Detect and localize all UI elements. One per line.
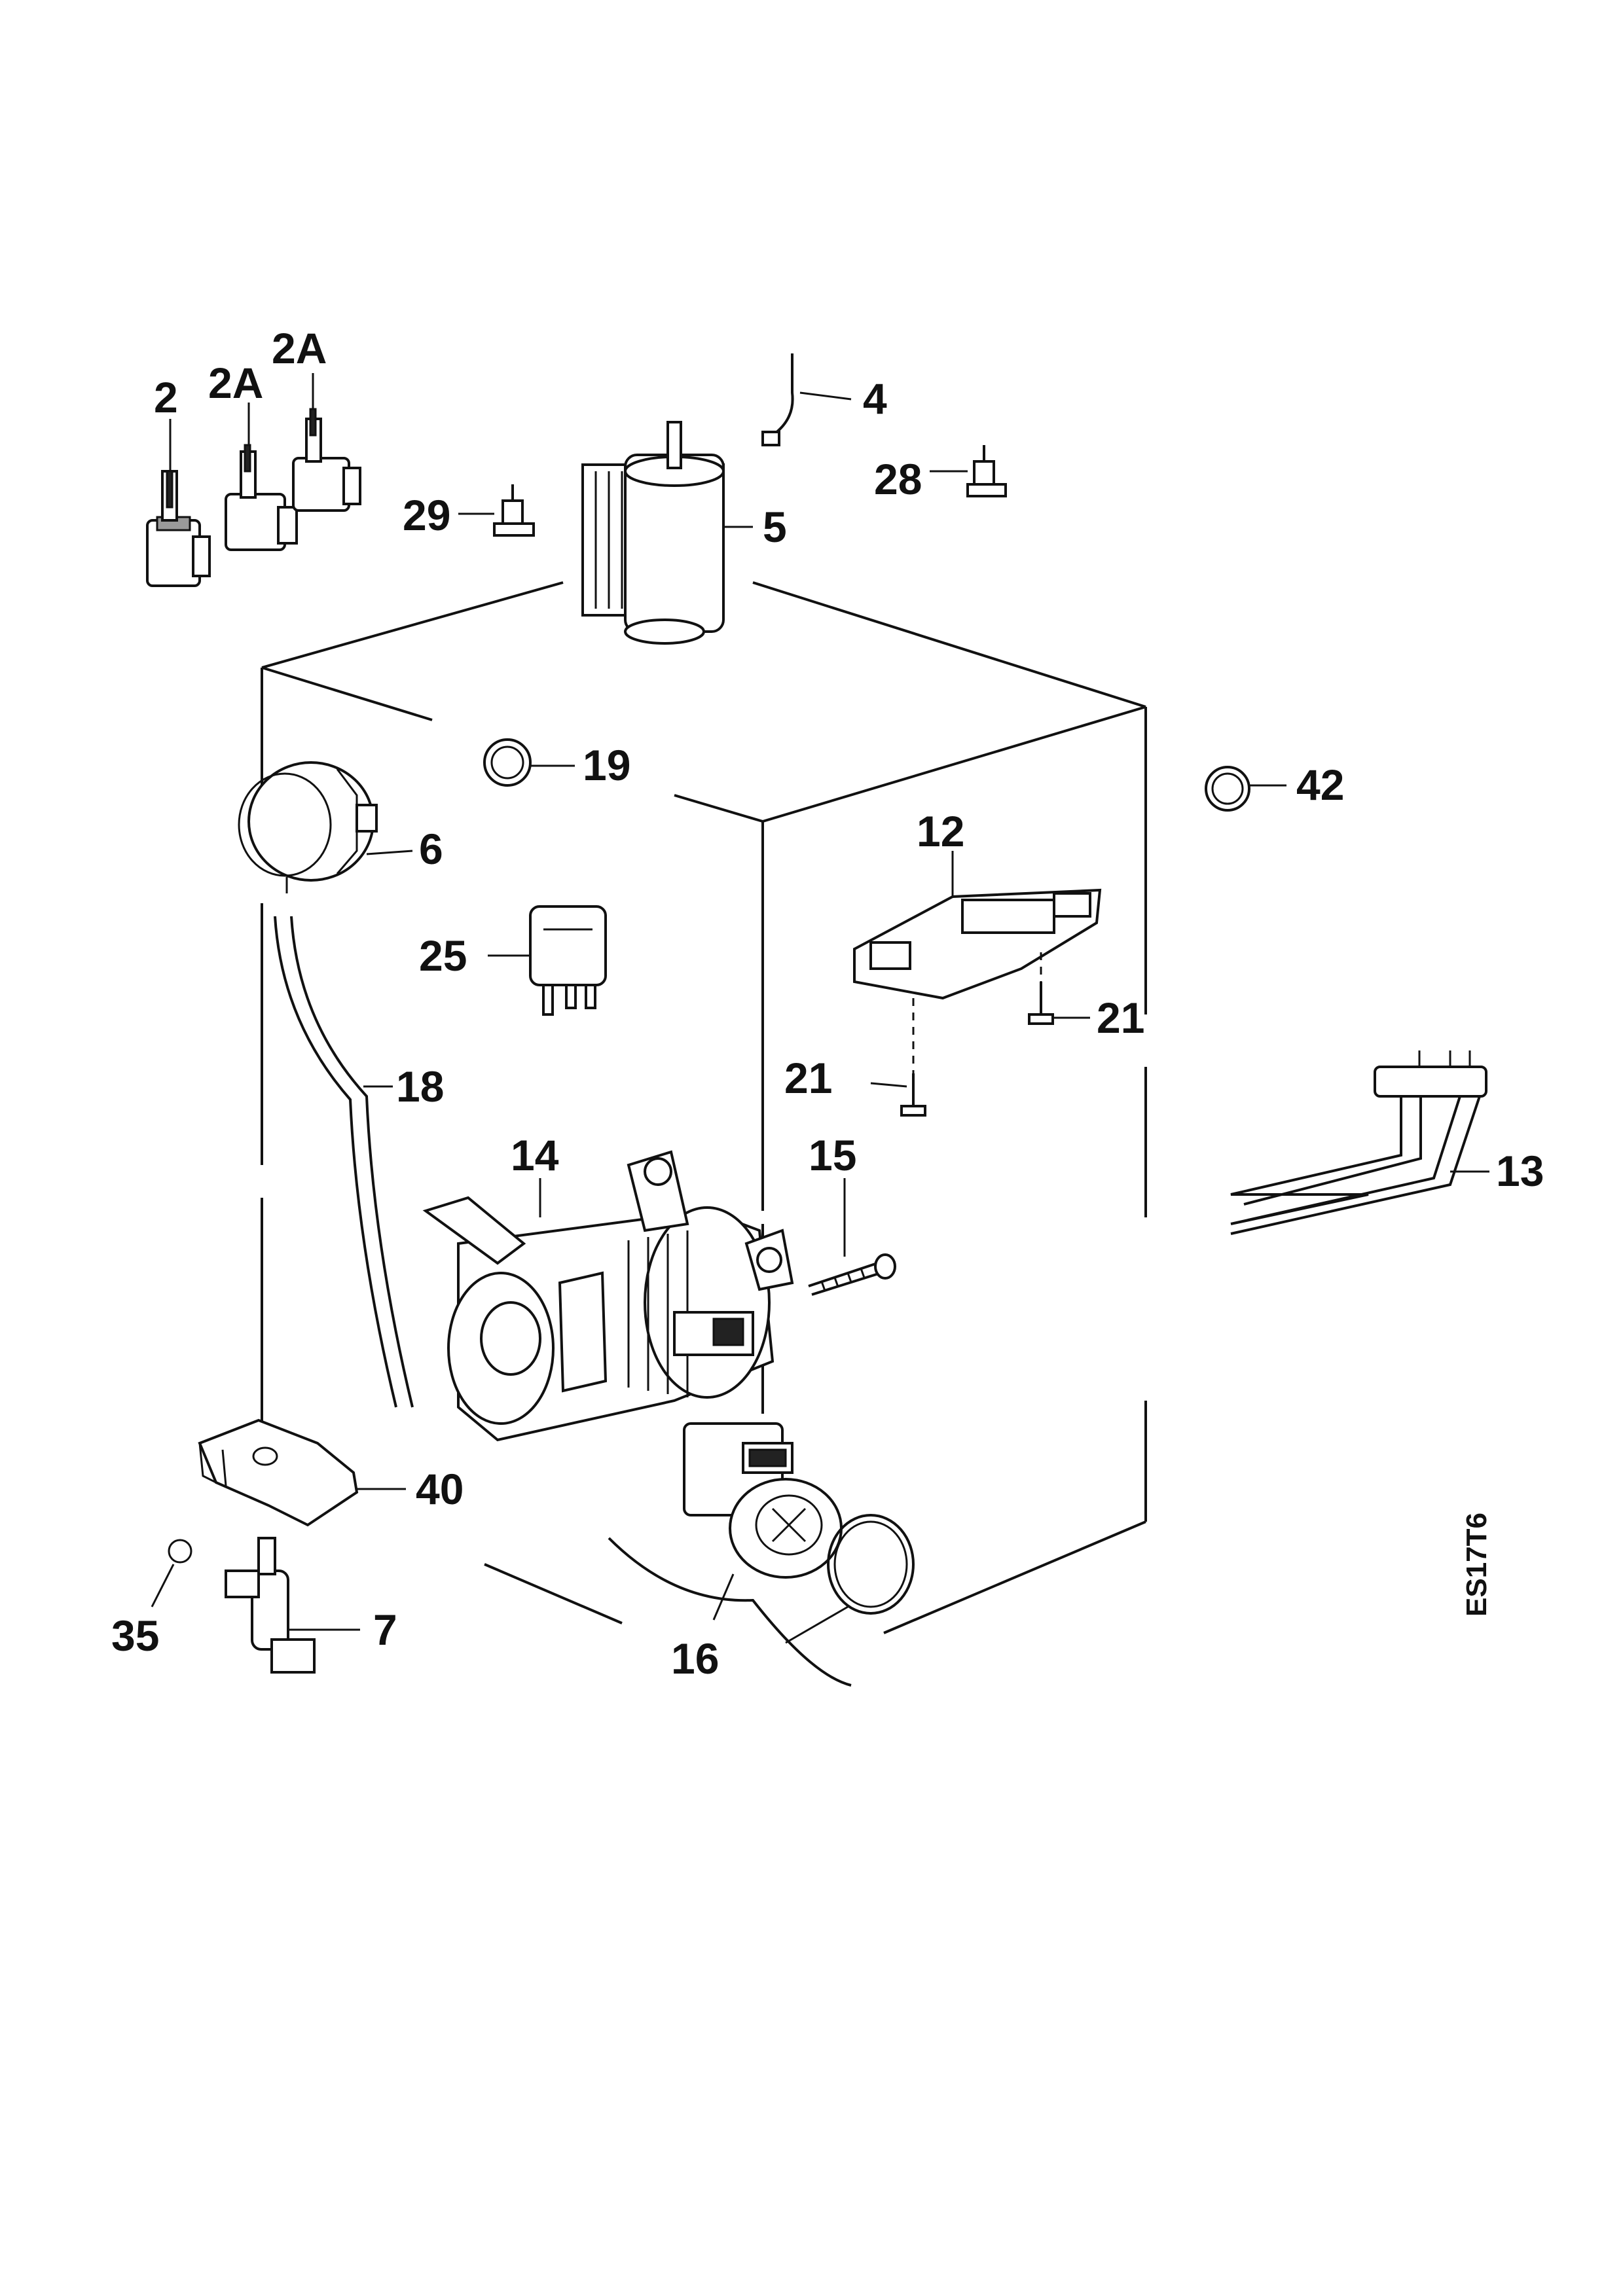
- label-21-upper: 21: [1097, 994, 1144, 1042]
- part-28-sensor: [930, 445, 1007, 497]
- label-5: 5: [763, 503, 787, 551]
- part-2-selector-switch: [146, 419, 211, 587]
- part-6-pressure-switch: [238, 761, 413, 893]
- label-2: 2: [154, 373, 178, 422]
- part-18-pressure-hose: [274, 916, 414, 1408]
- part-14-drive-motor: [422, 1150, 794, 1442]
- part-42-plug: [1205, 766, 1286, 812]
- part-15-screw: [808, 1178, 896, 1296]
- label-40: 40: [416, 1465, 464, 1513]
- label-4: 4: [863, 374, 887, 423]
- part-21-screw-lower: [870, 1073, 926, 1117]
- label-2a-second: 2A: [272, 324, 327, 372]
- label-42: 42: [1296, 761, 1344, 809]
- part-35-seal-ring: [151, 1539, 192, 1607]
- drawing-code: ES17T6: [1461, 1513, 1493, 1617]
- label-12: 12: [917, 807, 964, 855]
- label-2a-first: 2A: [208, 359, 263, 407]
- label-13: 13: [1496, 1147, 1544, 1195]
- label-19: 19: [583, 741, 630, 789]
- part-40-bracket: [198, 1418, 406, 1527]
- part-12-door-interlock: [853, 851, 1102, 1073]
- part-19-plug: [483, 738, 575, 787]
- part-2a-switch-2: [292, 373, 361, 512]
- label-16: 16: [671, 1634, 719, 1683]
- label-29: 29: [403, 491, 450, 539]
- label-35: 35: [111, 1611, 159, 1660]
- part-21-screw-upper: [1028, 982, 1090, 1025]
- label-14: 14: [511, 1131, 559, 1179]
- part-4-sensor-wire: [761, 353, 852, 446]
- label-28: 28: [874, 455, 922, 503]
- label-7: 7: [373, 1605, 397, 1654]
- label-25: 25: [419, 931, 467, 980]
- part-7-solenoid-valve: [225, 1537, 360, 1674]
- label-15: 15: [809, 1131, 856, 1179]
- label-18: 18: [396, 1062, 444, 1111]
- part-5-programme-timer: [581, 421, 753, 645]
- label-6: 6: [419, 825, 443, 873]
- part-16-drain-pump: [608, 1422, 915, 1687]
- part-29-sensor: [458, 484, 535, 537]
- label-21-lower: 21: [784, 1054, 832, 1102]
- part-2a-switch-1: [225, 403, 298, 551]
- part-25-interference-relay: [488, 905, 607, 1016]
- part-13-heating-element: [1230, 1050, 1489, 1235]
